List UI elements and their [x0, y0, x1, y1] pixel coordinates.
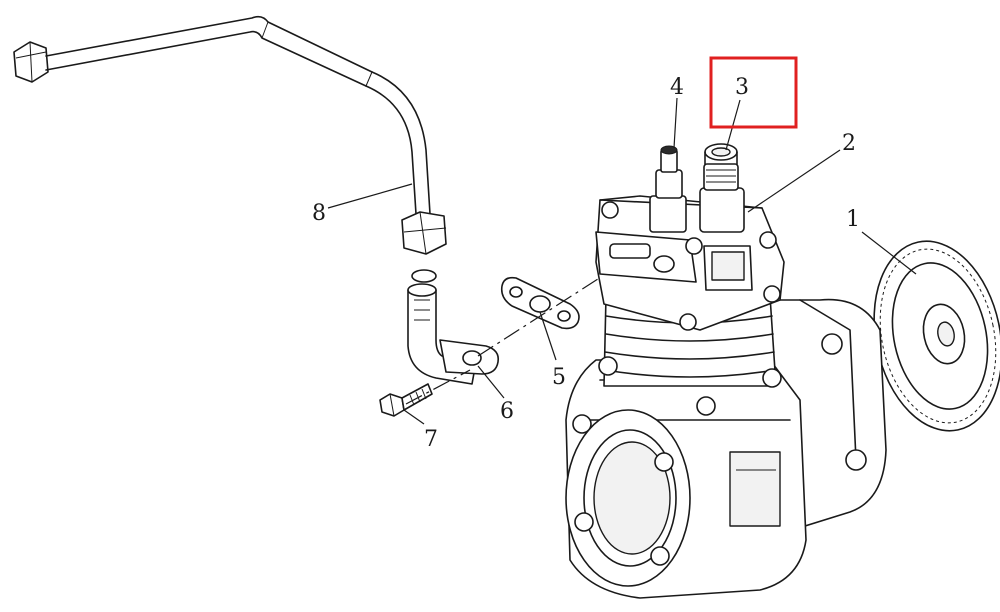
- leader-1: [861, 231, 917, 275]
- callout-5: 5: [552, 365, 566, 390]
- part-4-port-fitting: [649, 145, 687, 233]
- callout-2: 2: [842, 131, 856, 156]
- part-7-bolt: [379, 383, 433, 417]
- callout-4: 4: [670, 75, 684, 100]
- part-3-outlet-fitting: [699, 143, 745, 233]
- part-6-elbow-fitting: [407, 269, 500, 385]
- part-5-gasket: [500, 276, 580, 330]
- callout-7: 7: [424, 427, 438, 452]
- callout-3: 3: [735, 75, 749, 100]
- leader-6: [477, 365, 505, 399]
- leader-5: [539, 311, 557, 361]
- leader-3: [725, 99, 741, 151]
- leader-2: [747, 149, 841, 213]
- callout-8: 8: [312, 201, 326, 226]
- callout-6: 6: [500, 399, 514, 424]
- centerline-bolt: [405, 369, 471, 405]
- part-8-pipe: [13, 15, 447, 255]
- compressor-body: [565, 295, 887, 599]
- highlight-box-callout-3: [709, 56, 798, 129]
- callout-1: 1: [846, 207, 860, 232]
- leader-8: [327, 183, 413, 209]
- leader-7: [403, 409, 425, 425]
- part-1-gear: [873, 240, 1000, 432]
- leader-4: [673, 97, 678, 149]
- part-2-cylinder-head: [595, 195, 785, 331]
